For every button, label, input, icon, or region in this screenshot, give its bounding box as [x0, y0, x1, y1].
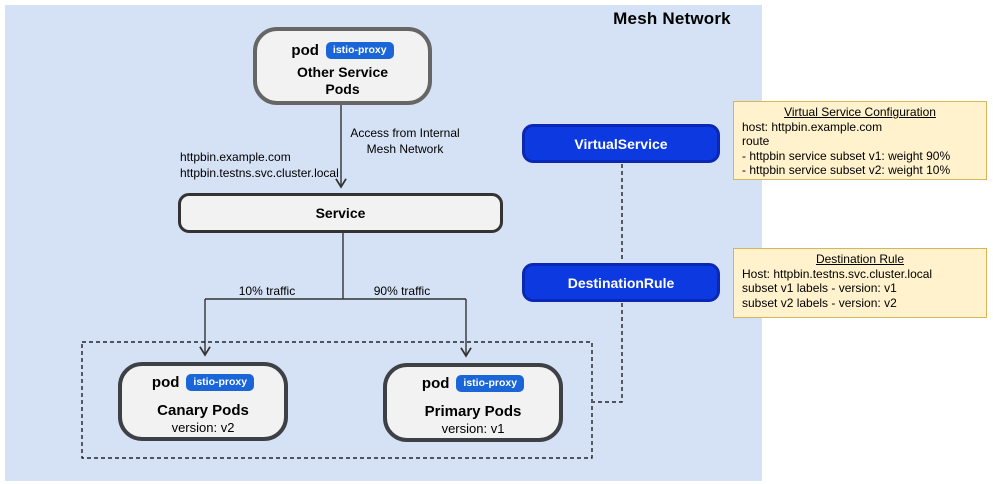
pod-name-label: Canary Pods [157, 402, 249, 419]
virtual-service-config-note: Virtual Service Configuration host: http… [733, 101, 987, 180]
node-canary-pods: pod istio-proxy Canary Pods version: v2 [118, 362, 288, 441]
node-primary-pods: pod istio-proxy Primary Pods version: v1 [383, 363, 563, 442]
note-line: - httpbin service subset v2: weight 10% [742, 163, 951, 177]
istio-proxy-badge: istio-proxy [456, 374, 525, 392]
note-line: subset v1 labels - version: v1 [742, 281, 897, 295]
destinationrule-label: DestinationRule [567, 274, 675, 291]
pod-header-row: pod istio-proxy [291, 39, 394, 61]
host-line1: httpbin.example.com [180, 150, 291, 164]
destination-rule-note: Destination Rule Host: httpbin.testns.sv… [733, 248, 987, 318]
service-label: Service [315, 205, 366, 221]
host-line2: httpbin.testns.svc.cluster.local [180, 165, 339, 180]
node-virtualservice: VirtualService [522, 124, 720, 163]
pod-kind-label: pod [421, 374, 450, 392]
service-hosts-label: httpbin.example.com httpbin.testns.svc.c… [180, 150, 339, 181]
traffic-90-label: 90% traffic [373, 284, 431, 298]
pod-header-row: pod istio-proxy [421, 372, 525, 394]
note-title: Virtual Service Configuration [784, 105, 936, 119]
note-line: - httpbin service subset v1: weight 90% [742, 148, 951, 163]
pod-kind-label: pod [151, 373, 180, 391]
pod-kind-label: pod [291, 41, 319, 59]
note-line: Host: httpbin.testns.svc.cluster.local [742, 266, 933, 281]
note-line: route [742, 134, 770, 148]
pod-name-label: Other Service Pods [296, 64, 389, 97]
node-service: Service [178, 193, 503, 233]
traffic-10-label: 10% traffic [238, 284, 296, 298]
note-line: host: httpbin.example.com [742, 119, 883, 134]
note-title: Destination Rule [815, 252, 905, 266]
virtualservice-label: VirtualService [574, 135, 668, 152]
istio-proxy-badge: istio-proxy [325, 41, 394, 59]
pod-name-label: Primary Pods [424, 403, 522, 420]
node-other-service-pods: pod istio-proxy Other Service Pods [253, 27, 432, 105]
access-from-internal-label: Access from Internal Mesh Network [344, 126, 466, 157]
pod-header-row: pod istio-proxy [151, 371, 255, 393]
note-line: subset v2 labels - version: v2 [742, 295, 897, 310]
diagram-title: Mesh Network [613, 9, 731, 28]
pod-version-label: version: v2 [171, 420, 235, 435]
access-label-line1: Access from Internal [350, 126, 460, 140]
istio-proxy-badge: istio-proxy [186, 373, 255, 391]
pod-version-label: version: v1 [441, 421, 505, 436]
access-label-line2: Mesh Network [366, 141, 444, 156]
node-destinationrule: DestinationRule [522, 263, 720, 302]
